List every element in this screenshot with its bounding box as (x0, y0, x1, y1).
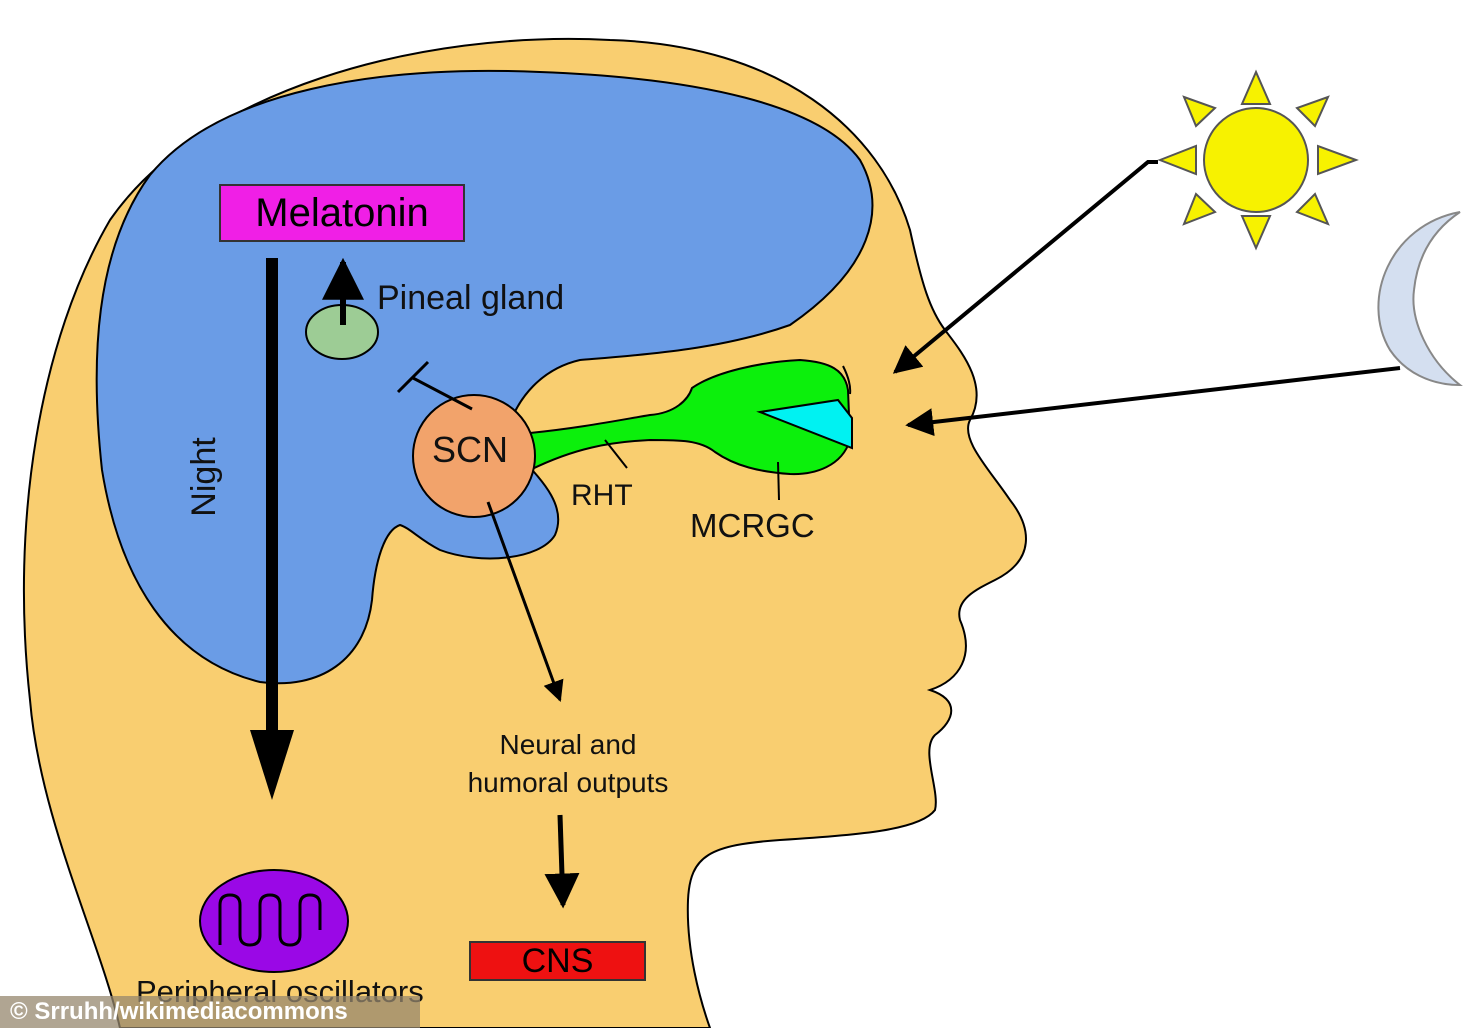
outputs-to-cns-arrow (544, 814, 580, 909)
sine-wave-icon (218, 893, 322, 947)
moon-light-arrow (905, 366, 1401, 437)
outputs-label: Neural and humoral outputs (468, 726, 669, 802)
scn-to-outputs-arrow (486, 501, 564, 702)
eyelid-mark (842, 365, 852, 395)
mcrgc-leader (777, 461, 780, 501)
cns-box: CNS (469, 941, 646, 981)
outputs-label-line1: Neural and (499, 729, 637, 760)
inhibition-line (412, 376, 473, 411)
pineal-gland-label: Pineal gland (377, 279, 565, 317)
peripheral-oscillator (199, 869, 349, 973)
mcrgc-label: MCRGC (690, 507, 815, 544)
image-credit: © Srruhh/wikimediacommons (0, 996, 420, 1028)
rht-label: RHT (571, 479, 633, 512)
night-label: Night (185, 437, 223, 517)
sun-light-arrow (892, 160, 1158, 374)
rht-leader (604, 439, 628, 469)
sun-icon (1157, 69, 1359, 251)
cns-label: CNS (521, 941, 594, 980)
night-arrow-head (250, 730, 294, 800)
scn-label: SCN (432, 429, 509, 470)
melatonin-box: Melatonin (219, 184, 465, 242)
cornea (756, 398, 853, 450)
inhibition-bar (396, 360, 430, 394)
scn-nucleus (412, 394, 536, 518)
moon-icon (1377, 211, 1463, 387)
melatonin-label: Melatonin (255, 190, 429, 235)
outputs-label-line2: humoral outputs (467, 766, 669, 798)
